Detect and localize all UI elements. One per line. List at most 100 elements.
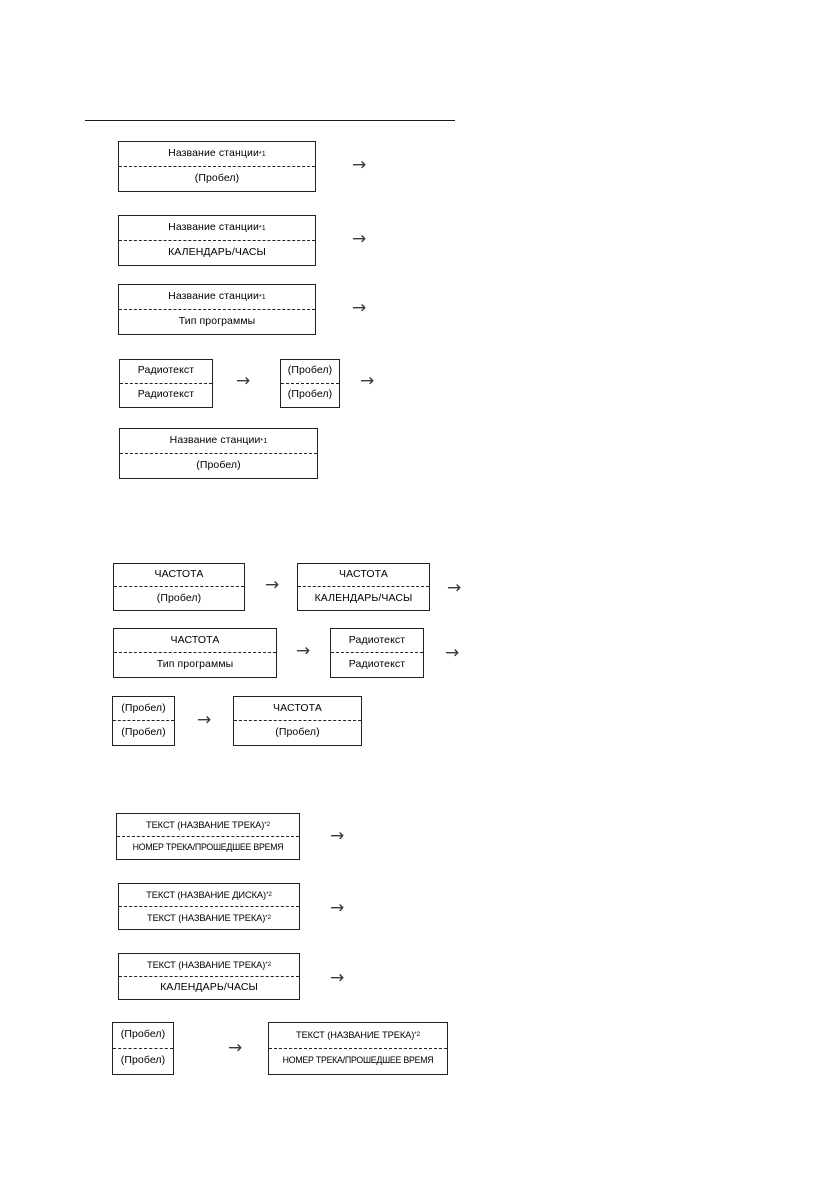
display-line-text: (Пробел) [120, 1028, 166, 1041]
box-blank-blank-3: (Пробел) (Пробел) [112, 1022, 174, 1075]
display-line-text: ЧАСТОТА [154, 568, 204, 581]
display-line-text: КАЛЕНДАРЬ/ЧАСЫ [168, 245, 266, 258]
right-arrow-icon: → [265, 575, 280, 595]
right-arrow-icon: → [447, 578, 462, 598]
right-arrow-icon: → [197, 710, 212, 730]
display-line-text: ЧАСТОТА [273, 701, 322, 714]
display-line-text: ТЕКСТ (НАЗВАНИЕ ТРЕКА) [295, 1030, 415, 1041]
display-line-text: ЧАСТОТА [170, 633, 220, 646]
header-rule [85, 120, 455, 121]
display-line-text: Тип программы [178, 314, 256, 327]
display-line-upper: Название станции*1 [119, 216, 315, 241]
display-line-text: (Пробел) [120, 1054, 166, 1067]
display-line-lower: КАЛЕНДАРЬ/ЧАСЫ [119, 241, 315, 266]
display-line-upper: Название станции*1 [120, 429, 317, 454]
display-line-upper: (Пробел) [113, 1023, 173, 1049]
display-line-upper: ТЕКСТ (НАЗВАНИЕ ТРЕКА)*2 [117, 814, 299, 837]
display-line-upper: ЧАСТОТА [114, 564, 244, 587]
right-arrow-icon: → [296, 641, 311, 661]
display-line-text: (Пробел) [275, 726, 320, 739]
display-line-lower: КАЛЕНДАРЬ/ЧАСЫ [298, 587, 429, 610]
right-arrow-icon: → [352, 298, 367, 318]
display-line-text: (Пробел) [194, 171, 240, 184]
display-line-text: (Пробел) [287, 364, 333, 377]
box-frequency-calendar: ЧАСТОТА КАЛЕНДАРЬ/ЧАСЫ [297, 563, 430, 611]
display-line-upper: Название станции*1 [119, 285, 315, 310]
display-line-text: ТЕКСТ (НАЗВАНИЕ ТРЕКА) [145, 819, 265, 830]
display-line-lower: (Пробел) [113, 721, 174, 745]
display-line-lower: НОМЕР ТРЕКА/ПРОШЕДШЕЕ ВРЕМЯ [117, 837, 299, 860]
display-line-text: ТЕКСТ (НАЗВАНИЕ ДИСКА) [146, 889, 267, 900]
display-line-lower: (Пробел) [234, 721, 361, 745]
display-line-text: КАЛЕНДАРЬ/ЧАСЫ [160, 980, 258, 993]
display-line-text: ТЕКСТ (НАЗВАНИЕ ТРЕКА) [146, 959, 266, 970]
right-arrow-icon: → [360, 371, 375, 391]
display-line-text: (Пробел) [121, 726, 166, 739]
right-arrow-icon: → [445, 643, 460, 663]
display-line-text: Название станции [169, 433, 261, 446]
display-line-upper: ТЕКСТ (НАЗВАНИЕ ТРЕКА)*2 [119, 954, 299, 977]
display-line-upper: ТЕКСТ (НАЗВАНИЕ ДИСКА)*2 [119, 884, 299, 907]
right-arrow-icon: → [330, 826, 345, 846]
display-line-upper: (Пробел) [281, 360, 339, 384]
display-line-upper: Радиотекст [331, 629, 423, 653]
right-arrow-icon: → [352, 155, 367, 175]
right-arrow-icon: → [330, 898, 345, 918]
right-arrow-icon: → [228, 1038, 243, 1058]
display-line-upper: ЧАСТОТА [234, 697, 361, 721]
box-station-blank-1: Название станции*1 (Пробел) [118, 141, 316, 192]
display-line-lower: (Пробел) [120, 454, 317, 479]
display-line-text: Радиотекст [137, 388, 195, 401]
display-line-lower: ТЕКСТ (НАЗВАНИЕ ТРЕКА)*2 [146, 912, 272, 923]
box-blank-blank-1: (Пробел) (Пробел) [280, 359, 340, 408]
display-line-text: (Пробел) [121, 701, 166, 714]
display-line-upper: ЧАСТОТА [114, 629, 276, 653]
display-line-text: ЧАСТОТА [339, 568, 388, 581]
display-line-text: Радиотекст [348, 658, 406, 671]
display-line-upper: Радиотекст [120, 360, 212, 384]
display-line-lower: Радиотекст [331, 653, 423, 677]
display-line-text: (Пробел) [287, 388, 333, 401]
display-line-upper: (Пробел) [113, 697, 174, 721]
display-line-text: Радиотекст [137, 364, 195, 377]
display-line-text: Радиотекст [348, 633, 406, 646]
box-frequency-blank: ЧАСТОТА (Пробел) [113, 563, 245, 611]
display-line-text: КАЛЕНДАРЬ/ЧАСЫ [314, 591, 413, 604]
display-line-text: ТЕКСТ (НАЗВАНИЕ ТРЕКА) [146, 912, 266, 923]
display-line-lower: Тип программы [119, 310, 315, 335]
box-blank-blank-2: (Пробел) (Пробел) [112, 696, 175, 746]
box-station-blank-2: Название станции*1 (Пробел) [119, 428, 318, 479]
display-line-text: Название станции [168, 220, 259, 233]
display-line-lower: Тип программы [114, 653, 276, 677]
right-arrow-icon: → [352, 229, 367, 249]
display-line-text: НОМЕР ТРЕКА/ПРОШЕДШЕЕ ВРЕМЯ [282, 1055, 434, 1066]
display-line-lower: КАЛЕНДАРЬ/ЧАСЫ [119, 977, 299, 1000]
display-line-lower: Радиотекст [120, 384, 212, 408]
display-line-text: Тип программы [156, 658, 234, 671]
box-frequency-programtype: ЧАСТОТА Тип программы [113, 628, 277, 678]
display-line-lower: (Пробел) [113, 1049, 173, 1075]
display-line-lower: НОМЕР ТРЕКА/ПРОШЕДШЕЕ ВРЕМЯ [269, 1049, 447, 1075]
right-arrow-icon: → [236, 371, 251, 391]
display-line-text: Название станции [168, 289, 259, 302]
display-line-upper: ЧАСТОТА [298, 564, 429, 587]
display-line-lower: (Пробел) [119, 167, 315, 192]
display-line-text: (Пробел) [196, 458, 241, 471]
display-line-upper: Название станции*1 [119, 142, 315, 167]
display-line-text: НОМЕР ТРЕКА/ПРОШЕДШЕЕ ВРЕМЯ [132, 841, 284, 852]
display-line-lower: (Пробел) [281, 384, 339, 408]
display-line-upper: ТЕКСТ (НАЗВАНИЕ ТРЕКА)*2 [269, 1023, 447, 1049]
display-line-lower: (Пробел) [114, 587, 244, 610]
display-line-text: (Пробел) [156, 591, 202, 604]
display-line-text: Название станции [168, 146, 259, 159]
box-frequency-blank-2: ЧАСТОТА (Пробел) [233, 696, 362, 746]
